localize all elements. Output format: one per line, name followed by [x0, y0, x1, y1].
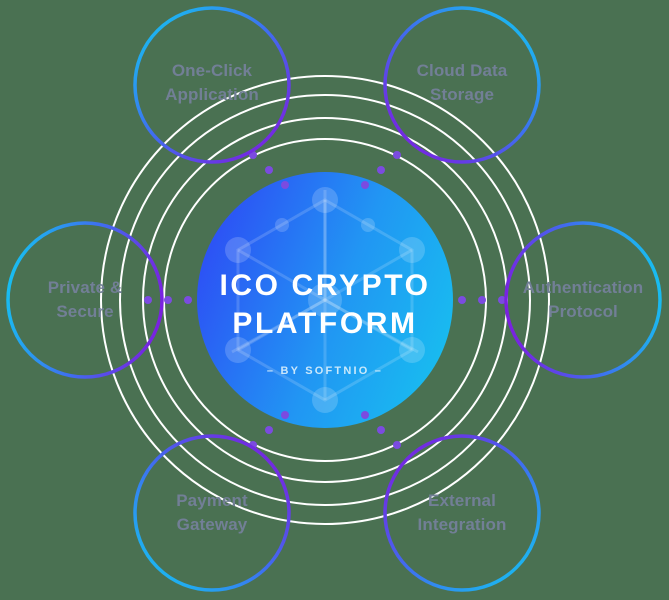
node-label-line2: Protocol — [548, 302, 618, 321]
feature-node-external-integration[interactable]: External Integration — [383, 434, 541, 592]
orbit-ring-3 — [119, 94, 531, 506]
node-label-line1: Private & — [48, 278, 123, 297]
node-label-line2: Application — [165, 85, 259, 104]
node-label-line1: Cloud Data — [417, 61, 508, 80]
node-label-line2: Secure — [56, 302, 113, 321]
node-label-line2: Gateway — [177, 515, 248, 534]
connector-external-integration — [361, 411, 401, 449]
feature-node-cloud-data-storage[interactable]: Cloud Data Storage — [383, 6, 541, 164]
feature-node-authentication-protocol[interactable]: Authentication Protocol — [504, 221, 662, 379]
center-subtitle: – BY SOFTNIO – — [267, 365, 383, 377]
node-circle-outline — [133, 434, 291, 592]
node-label-line1: External — [428, 491, 496, 510]
connector-private-and-secure — [144, 296, 192, 304]
connector-cloud-data-storage — [361, 151, 401, 189]
feature-node-private-and-secure[interactable]: Private & Secure — [6, 221, 164, 379]
hex-network-nodes — [225, 187, 425, 413]
node-circle-outline — [6, 221, 164, 379]
node-label-line1: Authentication — [523, 278, 643, 297]
node-label-line2: Storage — [430, 85, 494, 104]
node-label-line2: Integration — [418, 515, 507, 534]
node-circle-outline — [383, 434, 541, 592]
connector-authentication-protocol — [458, 296, 506, 304]
node-label-line1: One-Click — [172, 61, 253, 80]
connector-one-click-application — [249, 151, 289, 189]
orbit-ring-4 — [100, 75, 550, 525]
node-circle-outline — [504, 221, 662, 379]
feature-node-payment-gateway[interactable]: Payment Gateway — [133, 434, 291, 592]
center-title-line2: PLATFORM — [232, 307, 417, 340]
node-label-line1: Payment — [176, 491, 248, 510]
node-circle-outline — [383, 6, 541, 164]
feature-nodes: One-Click Application Cloud Data Storage… — [6, 6, 662, 592]
center-platform-sphere: ICO CRYPTO PLATFORM – BY SOFTNIO – — [197, 172, 453, 428]
hex-network-pattern — [231, 190, 419, 402]
node-circle-outline — [133, 6, 291, 164]
connector-payment-gateway — [249, 411, 289, 449]
feature-node-one-click-application[interactable]: One-Click Application — [133, 6, 291, 164]
center-title-line1: ICO CRYPTO — [219, 269, 430, 302]
center-sphere-fill — [197, 172, 453, 428]
connector-dots — [144, 151, 506, 449]
